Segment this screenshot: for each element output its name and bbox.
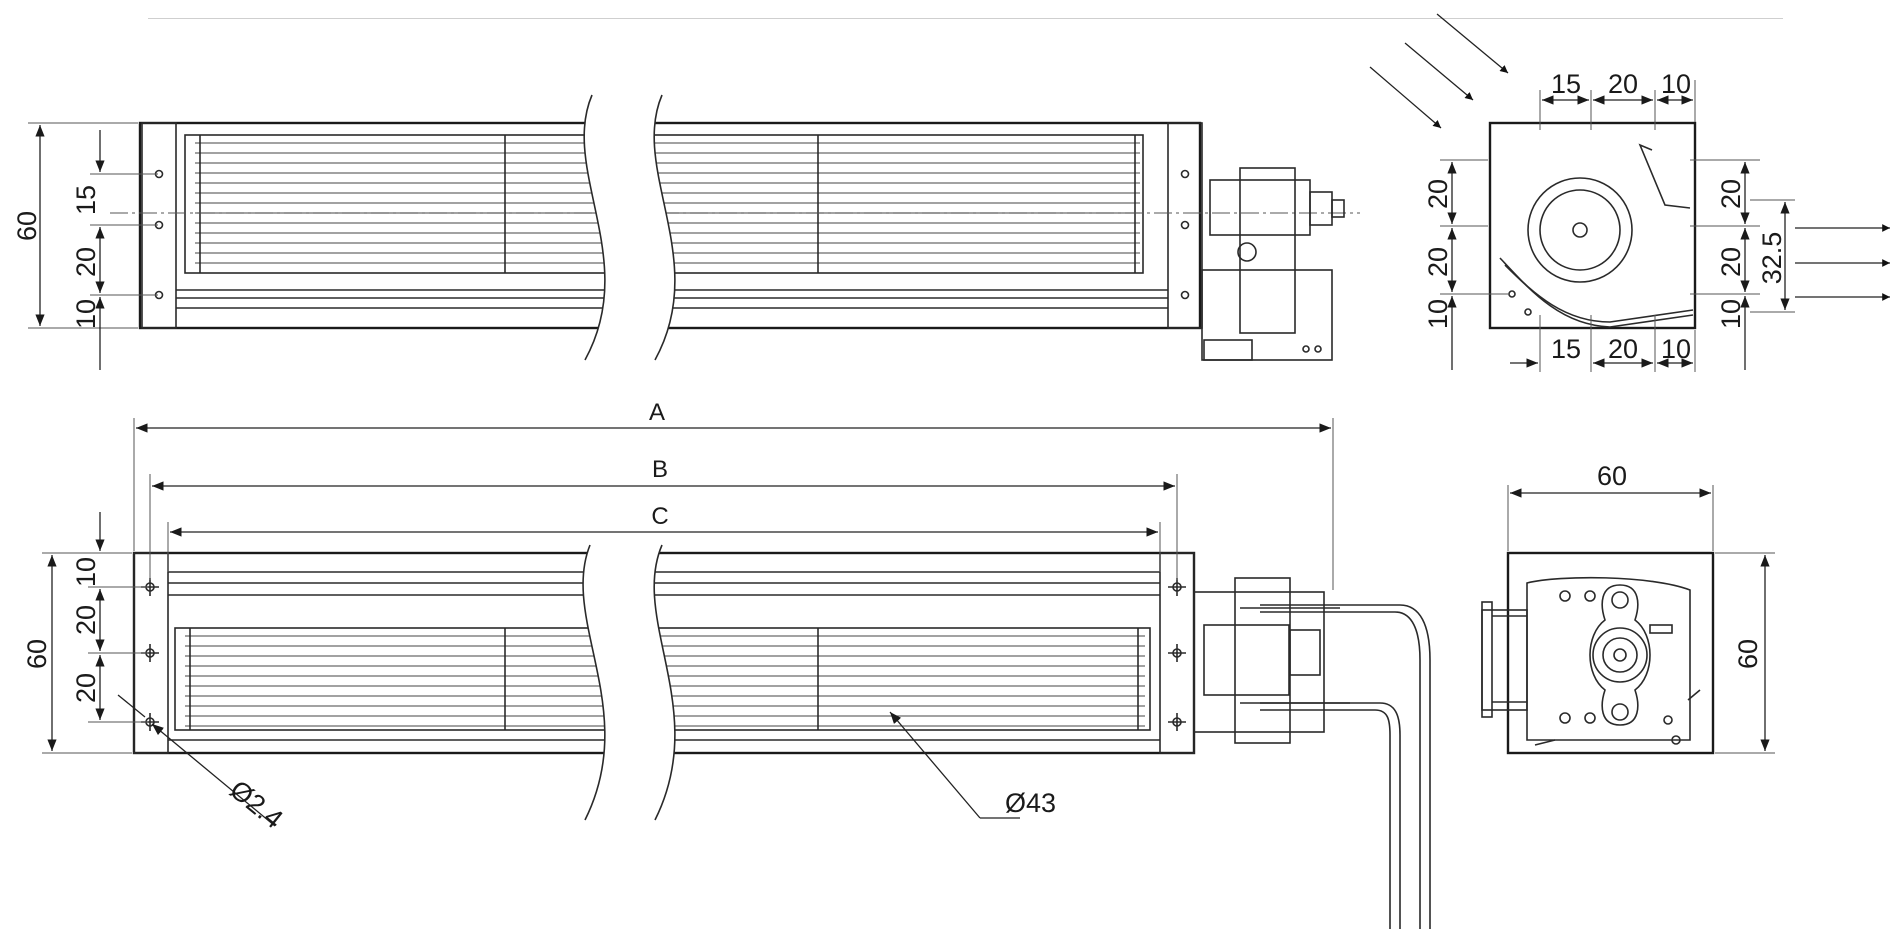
rotor-diameter-label: Ø43 bbox=[1005, 788, 1056, 818]
motor-end-view: 60 60 bbox=[1481, 461, 1775, 755]
front-view-hole-dim-1: 10 bbox=[71, 557, 101, 587]
end-view-bottom-dim-1: 15 bbox=[1551, 334, 1581, 364]
front-view-height-label: 60 bbox=[22, 639, 52, 669]
dim-c-label: C bbox=[651, 503, 668, 530]
end-view-bottom-dim-3: 10 bbox=[1661, 334, 1691, 364]
top-view-hole-dim-3: 10 bbox=[71, 299, 101, 329]
end-view-bottom-dim-2: 20 bbox=[1608, 334, 1638, 364]
end-view-left-dim-3: 10 bbox=[1423, 299, 1453, 329]
end-view-airflow: 15 20 10 15 20 10 20 20 10 20 20 10 bbox=[1369, 13, 1890, 372]
end-view-outlet-dim: 32.5 bbox=[1757, 232, 1787, 285]
front-view-hole-dim-2: 20 bbox=[71, 605, 101, 635]
end-view-right-dim-3: 10 bbox=[1716, 299, 1746, 329]
motor-end-height-label: 60 bbox=[1733, 639, 1763, 669]
hole-diameter-label: Ø2.4 bbox=[224, 774, 288, 834]
top-panel-strip bbox=[148, 0, 1783, 19]
dim-b-label: B bbox=[652, 456, 668, 483]
top-view-hole-dim-2: 20 bbox=[71, 247, 101, 277]
end-view-right-dim-1: 20 bbox=[1716, 179, 1746, 209]
front-view: A B C 60 10 20 20 Ø2.4 Ø43 bbox=[22, 399, 1431, 929]
top-view: 60 15 20 10 bbox=[12, 94, 1360, 370]
front-view-hole-dim-3: 20 bbox=[71, 673, 101, 703]
end-view-right-dim-2: 20 bbox=[1716, 247, 1746, 277]
top-view-hole-dim-1: 15 bbox=[71, 185, 101, 215]
end-view-top-dim-2: 20 bbox=[1608, 69, 1638, 99]
top-view-height-label: 60 bbox=[12, 211, 42, 241]
end-view-left-dim-1: 20 bbox=[1423, 179, 1453, 209]
dim-a-label: A bbox=[649, 399, 665, 426]
end-view-top-dim-1: 15 bbox=[1551, 69, 1581, 99]
motor-end-width-label: 60 bbox=[1597, 461, 1627, 491]
end-view-top-dim-3: 10 bbox=[1661, 69, 1691, 99]
end-view-left-dim-2: 20 bbox=[1423, 247, 1453, 277]
